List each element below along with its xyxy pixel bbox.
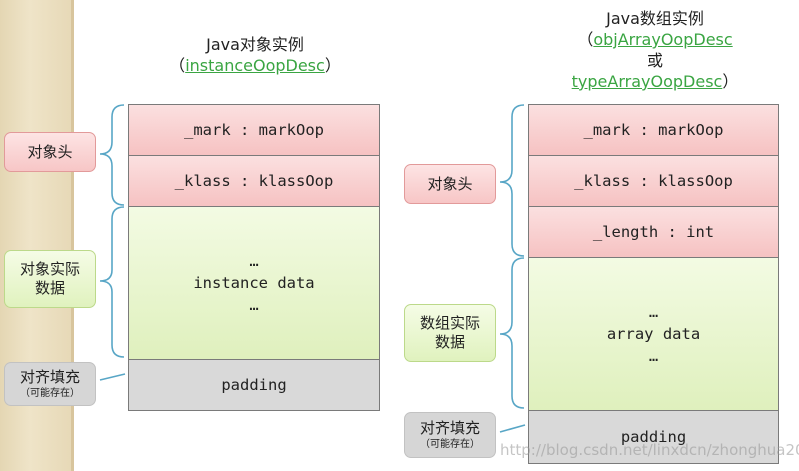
left-object-header-label: 对象头 [4, 132, 96, 172]
left-padding-block: padding [128, 359, 380, 411]
right-object-header-label: 对象头 [404, 164, 496, 204]
left-instance-data-block: … instance data … [128, 206, 380, 360]
right-padding-pointer [499, 424, 526, 433]
left-title-line2: （instanceOopDesc） [169, 56, 341, 75]
right-title: Java数组实例 （objArrayOopDesc 或 typeArrayOop… [545, 8, 765, 92]
right-header-bracket [499, 104, 525, 257]
right-data-label: array data [606, 325, 701, 343]
left-data-dots-bottom: … [249, 296, 259, 314]
left-data-label: instance data [193, 274, 315, 292]
left-data-bracket [99, 206, 125, 358]
left-klass-field: _klass : klassOop [128, 155, 380, 207]
right-klass-field: _klass : klassOop [528, 155, 779, 207]
typearrayoopdesc-link[interactable]: typeArrayOopDesc [571, 72, 723, 91]
right-array-data-block: … array data … [528, 257, 779, 411]
left-title: Java对象实例 （instanceOopDesc） [160, 34, 350, 76]
right-data-bracket [499, 257, 525, 409]
objarrayoopdesc-link[interactable]: objArrayOopDesc [593, 30, 733, 49]
left-instance-data-label: 对象实际 数据 [4, 250, 96, 308]
right-padding-block: padding [528, 410, 779, 464]
right-array-data-label: 数组实际 数据 [404, 304, 496, 362]
watermark: http://blog.csdn.net/linxdcn/zhonghua201… [500, 441, 799, 459]
right-data-dots-bottom: … [648, 347, 659, 365]
right-title-line4: typeArrayOopDesc） [571, 72, 739, 91]
left-padding-pointer [99, 373, 126, 381]
left-padding-label: 对齐填充 （可能存在） [4, 362, 96, 406]
left-title-line1: Java对象实例 [206, 35, 304, 54]
left-data-dots-top: … [249, 252, 259, 270]
right-title-or: 或 [646, 51, 663, 70]
right-mark-field: _mark : markOop [528, 104, 779, 156]
instanceoopdesc-link[interactable]: instanceOopDesc [185, 56, 325, 75]
left-mark-field: _mark : markOop [128, 104, 380, 156]
right-data-dots-top: … [648, 303, 659, 321]
right-title-line1: Java数组实例 [606, 9, 704, 28]
left-header-bracket [99, 104, 125, 206]
right-title-line2: （objArrayOopDesc [577, 30, 733, 49]
right-padding-label: 对齐填充 （可能存在） [404, 412, 496, 458]
